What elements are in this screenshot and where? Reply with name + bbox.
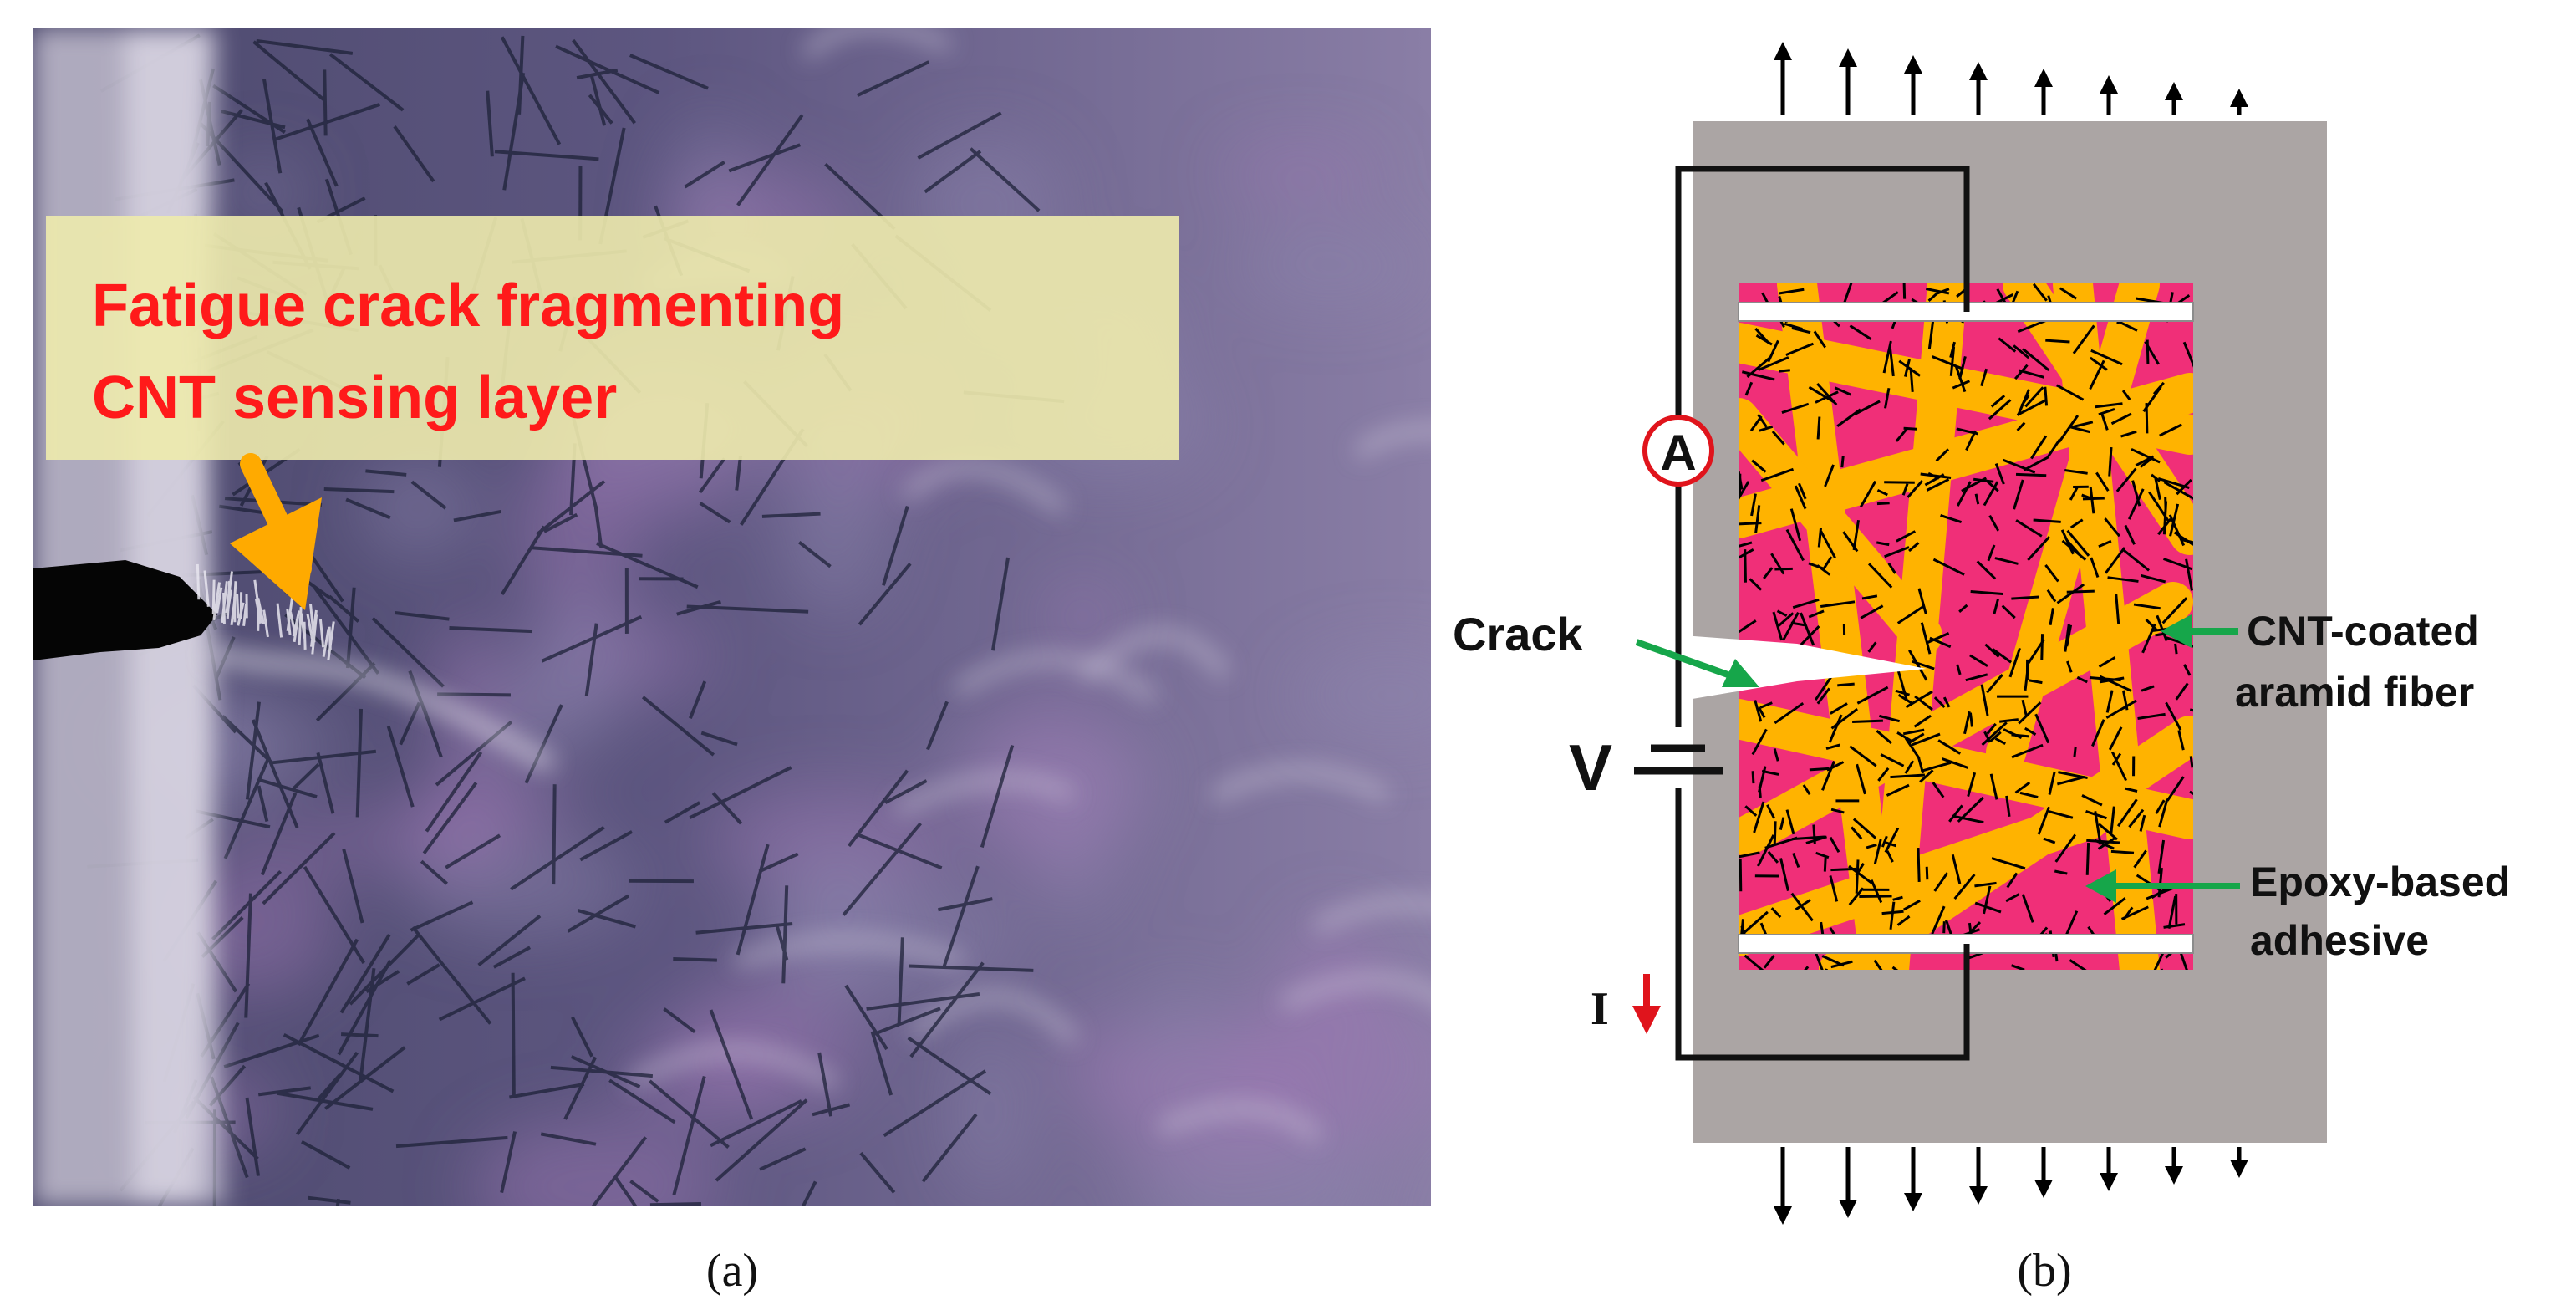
panel-a-caption: (a)	[706, 1245, 758, 1297]
voltage-label: V	[1569, 731, 1612, 804]
fiber-label-line1: CNT-coated	[2247, 608, 2479, 655]
callout-text-line1: Fatigue crack fragmenting	[92, 273, 844, 339]
crack-label: Crack	[1453, 608, 1584, 660]
schematic-panel: A V I Crack CNT-coated aramid fiber Epox…	[1453, 42, 2510, 1225]
adhesive-pointer-arrow-icon	[2085, 869, 2240, 903]
callout-text-line2: CNT sensing layer	[92, 364, 617, 431]
tensile-load-arrows-bottom	[1774, 1147, 2248, 1225]
fiber-label-line2: aramid fiber	[2235, 669, 2474, 716]
panel-b-caption: (b)	[2017, 1245, 2071, 1297]
battery-icon	[1634, 744, 1723, 775]
micrograph-panel: Fatigue crack fragmenting CNT sensing la…	[33, 28, 1431, 1206]
current-label: I	[1591, 983, 1609, 1035]
ammeter-icon: A	[1642, 415, 1714, 487]
fiber-pointer-arrow-icon	[2161, 614, 2238, 648]
crack-pointer-arrow-icon	[1635, 639, 1759, 687]
current-direction-arrow-icon	[1632, 974, 1661, 1034]
micrograph-photo	[33, 28, 1431, 1206]
tensile-load-arrows-top	[1774, 42, 2248, 115]
callout-box	[46, 216, 1179, 460]
circuit-wire	[1675, 166, 1970, 1061]
ammeter-label: A	[1660, 425, 1696, 481]
adhesive-label-line2: adhesive	[2250, 917, 2429, 964]
adhesive-label-line1: Epoxy-based	[2250, 859, 2510, 905]
callout-arrow-icon	[230, 453, 322, 610]
sensing-layer	[1739, 283, 2193, 970]
